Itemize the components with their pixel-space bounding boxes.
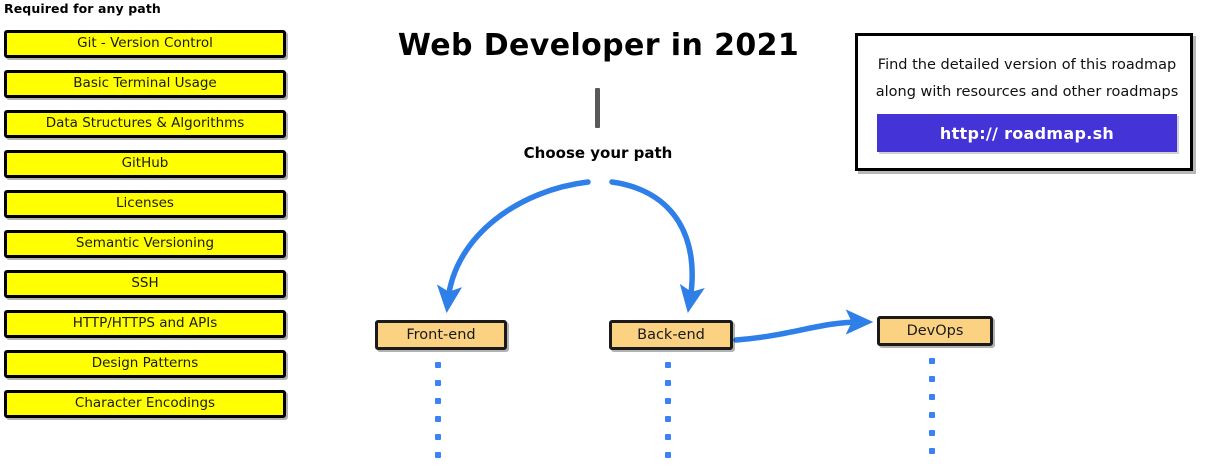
- required-item-character-encodings[interactable]: Character Encodings: [4, 390, 286, 418]
- required-item-github[interactable]: GitHub: [4, 150, 286, 178]
- arrow-to-front-end: [436, 179, 591, 314]
- choose-your-path-label: Choose your path: [523, 144, 673, 162]
- page-title-text: Web Developer in 2021: [397, 28, 800, 63]
- required-item-ssh[interactable]: SSH: [4, 270, 286, 298]
- dot: [665, 434, 671, 440]
- roadmap-sh-link-label: http:// roadmap.sh: [939, 123, 1115, 143]
- path-node-label: DevOps: [906, 322, 964, 339]
- page-title: Web Developer in 2021: [0, 28, 1207, 63]
- dot: [435, 380, 441, 386]
- dot: [435, 434, 441, 440]
- required-item-design-patterns[interactable]: Design Patterns: [4, 350, 286, 378]
- required-item-label: Semantic Versioning: [75, 235, 215, 252]
- required-item-label: SSH: [131, 275, 159, 292]
- roadmap-sh-link-button[interactable]: http:// roadmap.sh: [877, 114, 1177, 152]
- dot: [929, 376, 935, 382]
- dot: [435, 362, 441, 368]
- dot: [665, 398, 671, 404]
- back-end-continuation-dots: [665, 362, 671, 470]
- path-node-front-end[interactable]: Front-end: [375, 320, 507, 350]
- dot: [665, 416, 671, 422]
- path-node-back-end[interactable]: Back-end: [609, 320, 733, 350]
- required-item-label: Data Structures & Algorithms: [45, 115, 245, 132]
- required-item-data-structures-algorithms[interactable]: Data Structures & Algorithms: [4, 110, 286, 138]
- dot: [929, 358, 935, 364]
- dot: [929, 430, 935, 436]
- dot: [929, 412, 935, 418]
- required-item-label: Design Patterns: [91, 355, 199, 372]
- dot: [435, 416, 441, 422]
- roadmap-callout-box: Find the detailed version of this roadma…: [855, 33, 1193, 171]
- required-item-label: Character Encodings: [74, 395, 216, 412]
- front-end-continuation-dots: [435, 362, 441, 470]
- dot: [665, 362, 671, 368]
- dot: [435, 398, 441, 404]
- devops-continuation-dots: [929, 358, 935, 466]
- dot: [665, 380, 671, 386]
- required-item-git-version-control[interactable]: Git - Version Control: [4, 30, 286, 58]
- required-item-label: HTTP/HTTPS and APIs: [72, 315, 218, 332]
- dot: [435, 452, 441, 458]
- callout-text-line-1: Find the detailed version of this roadma…: [877, 57, 1177, 73]
- required-item-semantic-versioning[interactable]: Semantic Versioning: [4, 230, 286, 258]
- required-item-label: Basic Terminal Usage: [73, 75, 217, 92]
- required-item-licenses[interactable]: Licenses: [4, 190, 286, 218]
- path-node-devops[interactable]: DevOps: [877, 316, 993, 346]
- required-item-http-https-and-apis[interactable]: HTTP/HTTPS and APIs: [4, 310, 286, 338]
- callout-text-line-2: along with resources and other roadmaps: [875, 84, 1179, 100]
- required-item-label: GitHub: [121, 155, 169, 172]
- arrow-to-back-end: [609, 179, 705, 314]
- required-item-basic-terminal-usage[interactable]: Basic Terminal Usage: [4, 70, 286, 98]
- arrow-back-end-to-devops: [733, 309, 874, 343]
- required-item-label: Git - Version Control: [77, 35, 213, 52]
- dot: [665, 452, 671, 458]
- path-node-label: Back-end: [637, 326, 705, 343]
- required-items-list: Git - Version Control Basic Terminal Usa…: [0, 30, 300, 430]
- title-stem-connector: [595, 88, 600, 128]
- path-node-label: Front-end: [406, 326, 476, 343]
- dot: [929, 448, 935, 454]
- required-section-heading: Required for any path: [4, 1, 161, 16]
- dot: [929, 394, 935, 400]
- required-item-label: Licenses: [116, 195, 174, 212]
- required-for-any-path-panel: Required for any path Git - Version Cont…: [0, 0, 300, 436]
